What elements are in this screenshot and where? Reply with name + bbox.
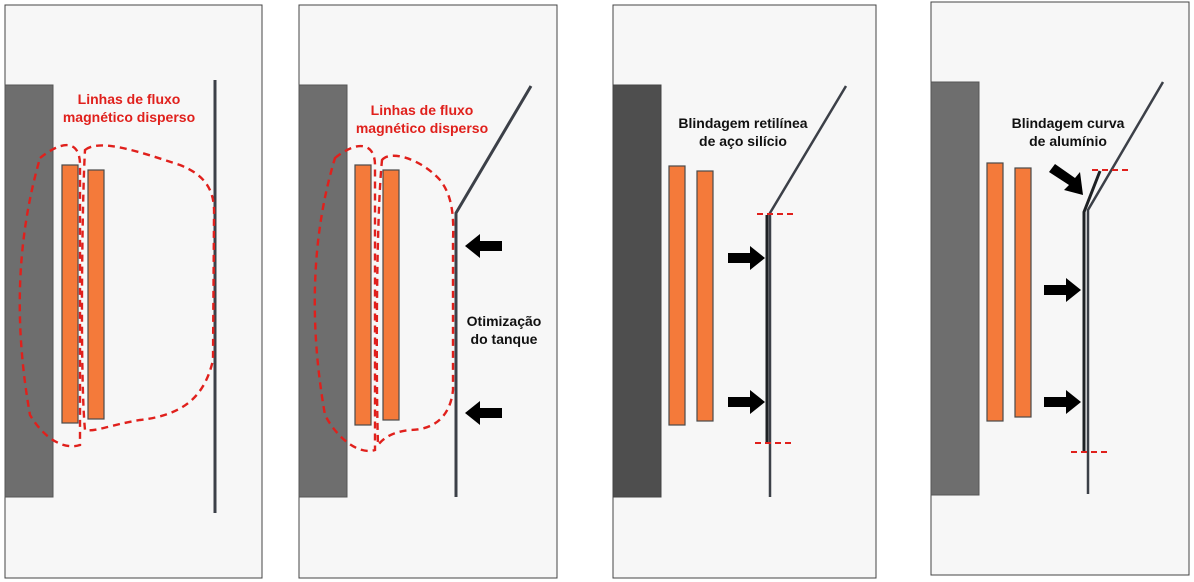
core-block <box>930 81 980 496</box>
flux-line-outer <box>375 154 455 449</box>
winding-inner <box>668 165 686 426</box>
winding-outer <box>382 169 400 421</box>
arrow-right-icon <box>1044 278 1081 302</box>
flux-line-outer <box>80 144 216 432</box>
panel-1-label-line-1: Linhas de fluxo <box>78 91 181 107</box>
flux-line-inner <box>18 143 82 448</box>
winding-inner <box>61 164 79 424</box>
panel-2-label-line-1: Linhas de fluxo <box>371 102 474 118</box>
panel-3: Blindagem retilínea de aço silício <box>612 4 877 579</box>
winding-outer <box>1014 167 1032 418</box>
panel-2-side-label-line-1: Otimização <box>467 313 542 329</box>
tank-wall <box>1086 81 1165 494</box>
panel-4: Blindagem curva de alumínio <box>930 1 1190 576</box>
arrow-right-icon <box>728 246 765 270</box>
arrow-diagonal-icon <box>1049 164 1083 195</box>
panel-1-label-line-2: magnético disperso <box>63 109 195 125</box>
winding-inner <box>986 162 1004 422</box>
winding-outer <box>696 170 714 422</box>
arrow-left-icon <box>465 401 502 425</box>
arrow-left-icon <box>465 234 502 258</box>
panel-1: Linhas de fluxo magnético disperso <box>4 4 263 579</box>
shield-curved <box>1082 170 1102 452</box>
panel-3-label-line-1: Blindagem retilínea <box>678 115 807 131</box>
panel-4-label-line-1: Blindagem curva <box>1012 115 1125 131</box>
tank-wall-optimized <box>454 85 533 497</box>
panel-3-label-line-2: de aço silício <box>699 133 787 149</box>
panel-2-label-line-2: magnético disperso <box>356 120 488 136</box>
flux-line-inner <box>313 144 377 453</box>
panel-4-label-line-2: de alumínio <box>1029 133 1107 149</box>
core-block <box>298 84 348 498</box>
winding-inner <box>354 164 372 426</box>
panel-2-side-label-line-2: do tanque <box>471 331 538 347</box>
winding-outer <box>87 169 105 420</box>
arrow-right-icon <box>1044 390 1081 414</box>
core-block <box>612 84 662 498</box>
panel-2: Linhas de fluxo magnético disperso Otimi… <box>298 4 558 579</box>
arrow-right-icon <box>728 390 765 414</box>
